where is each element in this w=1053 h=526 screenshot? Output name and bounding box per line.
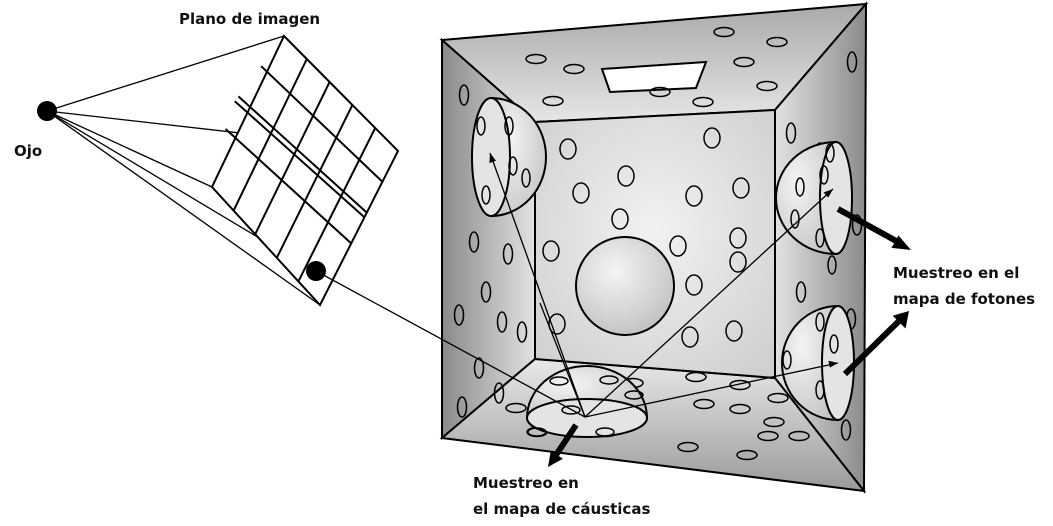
right-wall-upper-dome: [775, 140, 853, 275]
arrowhead-right-lower: [828, 360, 838, 368]
eye-label: Ojo: [14, 142, 43, 160]
ray-floor-to-right-lower: [584, 362, 839, 418]
left-wall-dome: [471, 96, 547, 218]
caustic-map-arrow: [548, 423, 579, 467]
photon-map-arrow-lower: [842, 311, 909, 377]
ray-pixel-to-floor: [315, 270, 586, 418]
image-plane-grid: [210, 34, 400, 307]
arrowhead-left-wall: [489, 153, 496, 163]
ray-floor-to-right-upper: [584, 188, 834, 418]
pointer-arrows: [548, 206, 911, 467]
photon-map-arrow-upper: [836, 206, 911, 250]
caustic-map-label-line1: Muestreo en: [473, 474, 579, 492]
caustic-map-label-line2: el mapa de cáusticas: [473, 500, 651, 518]
back-wall-sphere: [575, 236, 675, 336]
eye-point: [37, 101, 57, 121]
ceiling-light: [600, 60, 708, 94]
arrowhead-right-upper: [823, 189, 833, 198]
ray-paths: [315, 152, 839, 418]
floor-dome: [525, 365, 649, 438]
ray-floor-to-left-wall: [489, 152, 586, 418]
photon-map-label-line1: Muestreo en el: [893, 264, 1020, 282]
photon-dots: [453, 26, 863, 461]
image-plane-label: Plano de imagen: [179, 10, 321, 28]
photon-map-label-line2: mapa de fotones: [893, 290, 1036, 308]
ray-floor-to-back-wall: [539, 302, 586, 418]
ray-arrowheads: [489, 153, 838, 368]
